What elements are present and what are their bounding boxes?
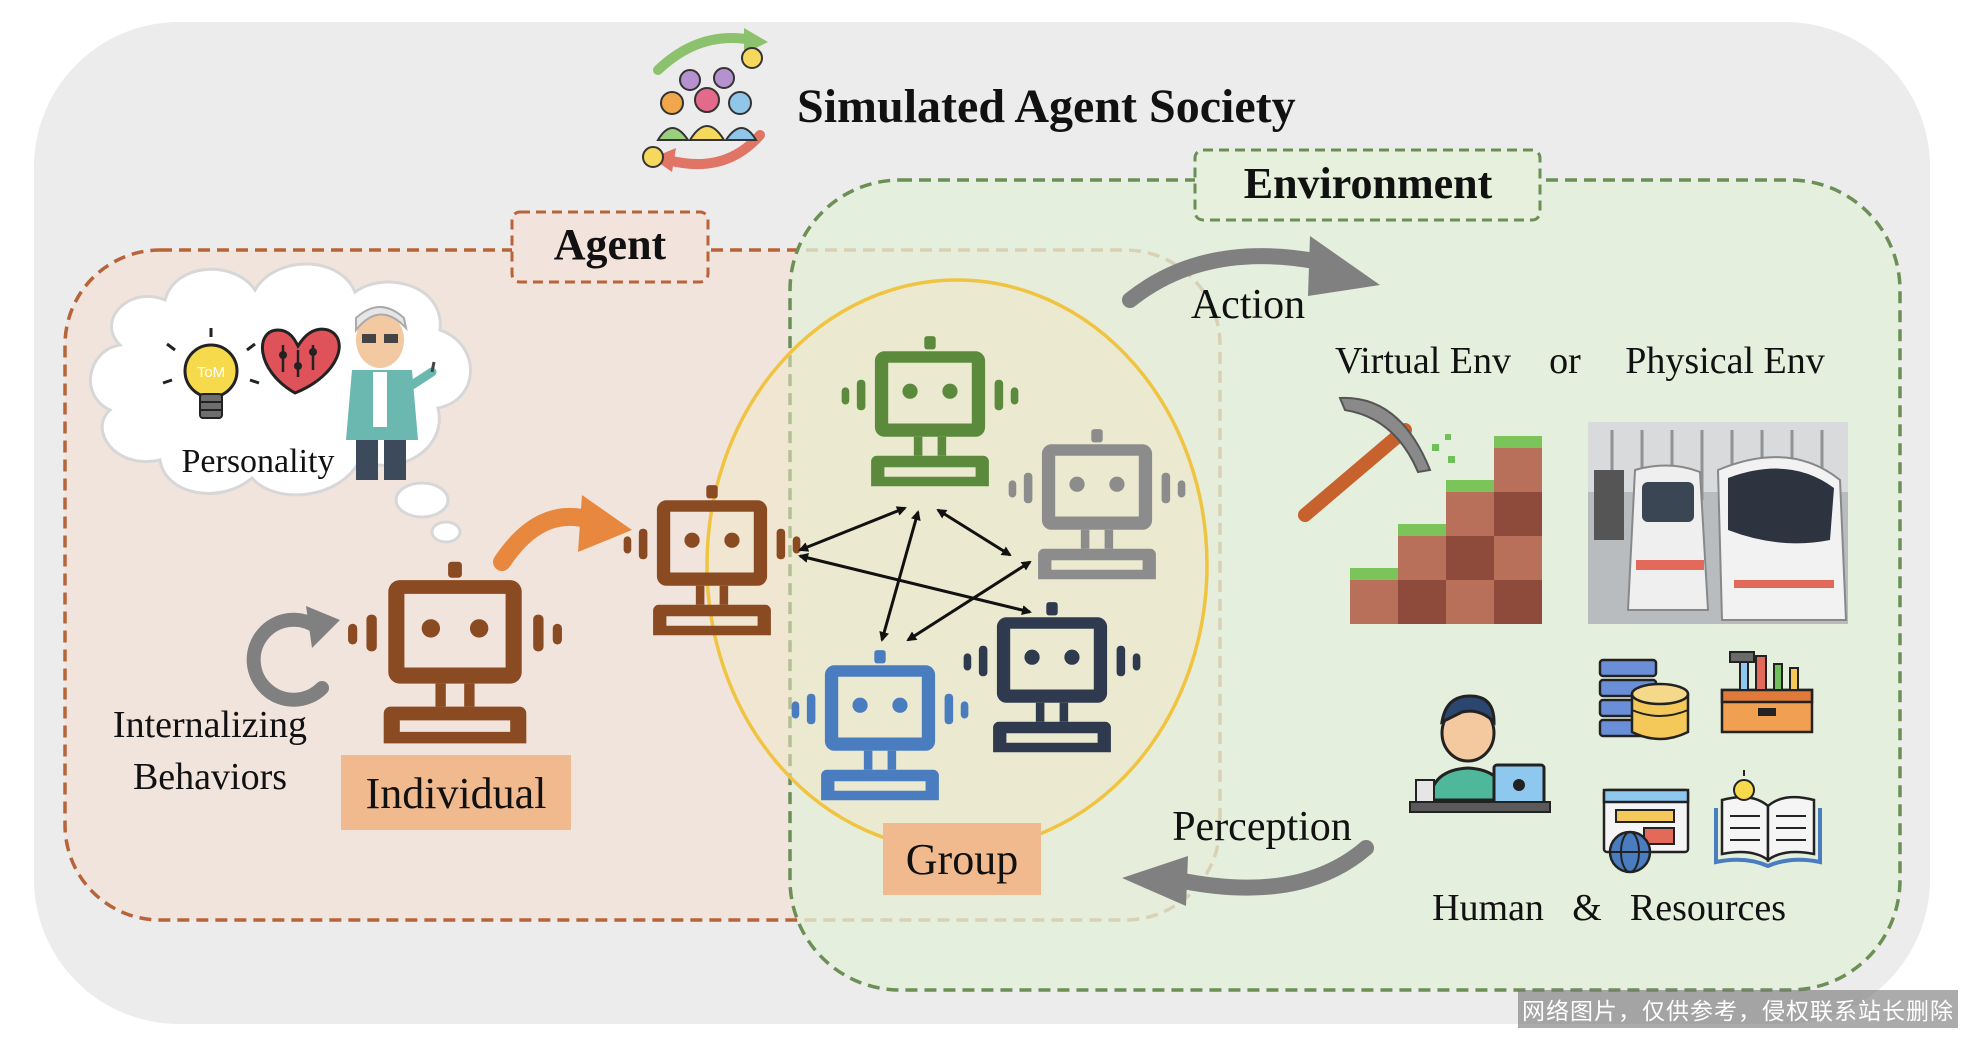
agent-label: Agent [554,220,667,269]
perception-arrow [1122,840,1374,906]
resources-label: Resources [1630,887,1786,929]
perception-label: Perception [1172,804,1352,850]
group-label: Group [906,835,1018,884]
human-label: Human [1432,887,1544,929]
virtual-env-label: Virtual Env [1335,340,1511,382]
staircase-blocks-icon [1350,436,1542,624]
society-icon [642,28,768,172]
individual-label-box [341,755,571,830]
watermark: 网络图片，仅供参考，侵权联系站长删除 [1518,990,1958,1028]
cycle-arrow-icon [246,606,340,707]
heart-icon [260,327,341,395]
page-title: Simulated Agent Society [797,80,1296,133]
physical-env-label: Physical Env [1625,340,1824,382]
group-label-box [883,823,1041,895]
tom-text: ToM [197,364,225,381]
action-label: Action [1191,282,1305,328]
or-label: or [1549,340,1581,382]
pickaxe-icon [1298,396,1455,522]
ampersand-label: & [1572,887,1602,929]
lightbulb-tom-icon: ToM [162,328,260,419]
action-arrow [1122,236,1380,308]
book-icon [1714,770,1822,869]
database-icon [1598,658,1690,741]
scientist-icon [346,306,437,480]
human-laptop-icon [1409,694,1551,813]
group-circle [705,278,1209,852]
group-interaction-arrows [798,506,1032,642]
individual-to-group-arrow [493,495,632,571]
web-browser-icon [1602,788,1690,874]
environment-label: Environment [1244,159,1493,208]
environment-label-box [1193,148,1542,222]
internalizing-label-line2: Behaviors [133,756,287,798]
service-robots-photo [1588,422,1848,624]
individual-label: Individual [366,769,547,818]
toolbox-icon [1720,651,1814,734]
internalizing-label-line1: Internalizing [113,704,307,746]
agent-label-box [510,210,710,284]
personality-label: Personality [182,443,335,480]
